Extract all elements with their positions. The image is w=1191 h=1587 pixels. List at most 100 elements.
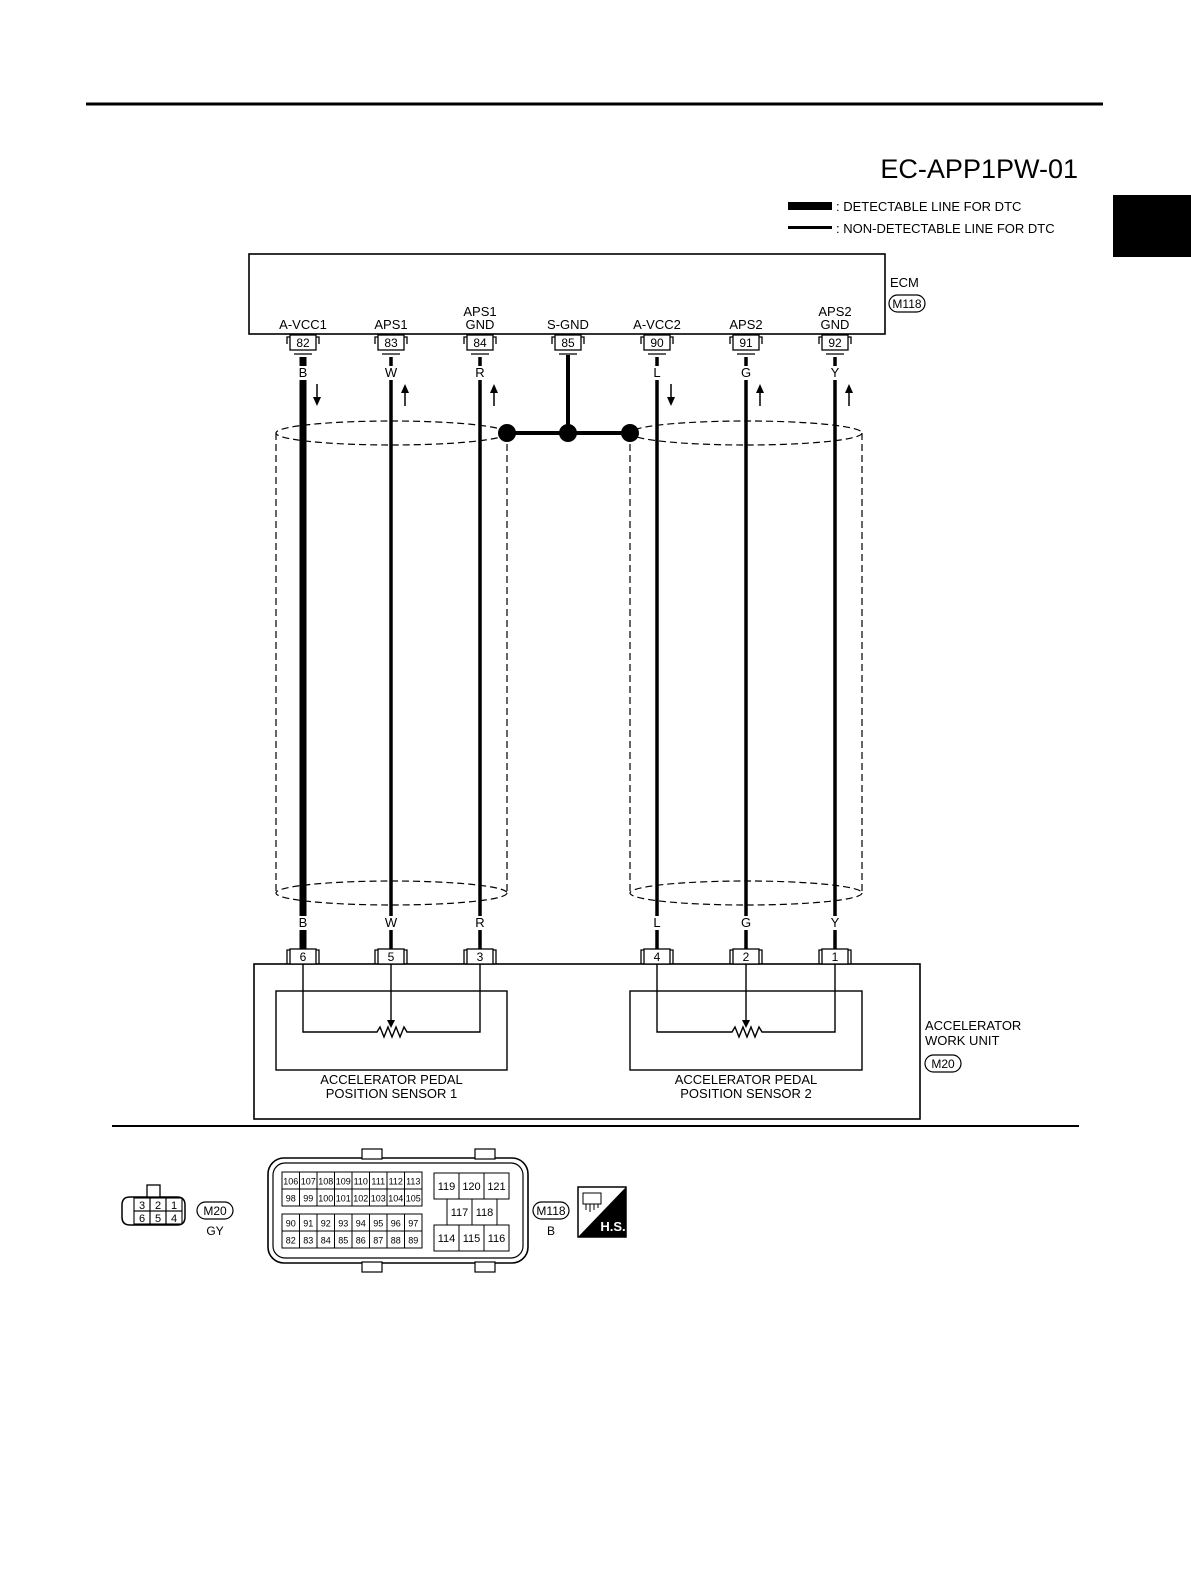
work-unit-terminal-number: 6 bbox=[300, 950, 307, 964]
splice-dot bbox=[621, 424, 639, 442]
m118-cavity: 120 bbox=[462, 1181, 480, 1193]
wire-83: WW bbox=[383, 357, 409, 950]
m118-cavity: 103 bbox=[371, 1194, 386, 1204]
legend-non-detectable-text: : NON-DETECTABLE LINE FOR DTC bbox=[836, 221, 1055, 236]
arrow-up-icon bbox=[401, 384, 409, 393]
wire-color-code: G bbox=[741, 915, 751, 930]
m118-cavity: 121 bbox=[487, 1181, 505, 1193]
m118-cavity: 115 bbox=[463, 1233, 481, 1245]
m118-cavity: 113 bbox=[406, 1177, 420, 1187]
m118-cavity: 94 bbox=[356, 1219, 366, 1229]
m118-cavity: 114 bbox=[438, 1233, 456, 1245]
ecm: ECM M118 A-VCC182APS183APS1GND84S-GND85A… bbox=[248, 253, 926, 355]
legend-non-detectable-swatch bbox=[788, 226, 832, 229]
ecm-box bbox=[248, 253, 886, 335]
m118-cavity: 86 bbox=[356, 1236, 366, 1246]
sensor-label: ACCELERATOR PEDAL bbox=[320, 1072, 463, 1087]
work-unit-terminal-number: 1 bbox=[832, 950, 839, 964]
m118-color: B bbox=[547, 1224, 555, 1238]
potentiometer bbox=[302, 964, 481, 1039]
sensor-label: POSITION SENSOR 2 bbox=[680, 1086, 811, 1101]
diagram-id: EC-APP1PW-01 bbox=[880, 154, 1078, 184]
m20-cavity: 6 bbox=[139, 1213, 145, 1225]
ecm-connector-badge: M118 bbox=[888, 294, 926, 313]
legend-detectable-swatch bbox=[788, 202, 832, 210]
m118-cavity: 112 bbox=[389, 1177, 403, 1187]
m118-cavity: 96 bbox=[391, 1219, 401, 1229]
work-unit-terminal-1: 1 bbox=[818, 948, 852, 965]
wiper-arrow-icon bbox=[387, 1020, 395, 1028]
wiper-arrow-icon bbox=[742, 1020, 750, 1028]
wire-84: RR bbox=[472, 357, 498, 950]
shield-ground-splice bbox=[498, 355, 639, 442]
ecm-terminal-label: GND bbox=[821, 317, 850, 332]
arrow-up-icon bbox=[756, 384, 764, 393]
work-unit-terminal-4: 4 bbox=[640, 948, 674, 965]
work-unit-name-1: ACCELERATOR bbox=[925, 1018, 1021, 1033]
m118-cavity: 88 bbox=[391, 1236, 401, 1246]
work-unit-terminal-6: 6 bbox=[286, 948, 320, 965]
work-unit-terminal-3: 3 bbox=[463, 948, 497, 965]
m118-cavity: 111 bbox=[371, 1177, 385, 1187]
hs-badge: H.S. bbox=[577, 1186, 627, 1238]
wire-color-code: Y bbox=[831, 915, 840, 930]
m118-cavity: 108 bbox=[318, 1177, 333, 1187]
work-unit-connector-badge: M20 bbox=[924, 1054, 962, 1073]
splice-dot bbox=[559, 424, 577, 442]
m118-cavity: 107 bbox=[301, 1177, 316, 1187]
potentiometer bbox=[656, 964, 836, 1039]
m118-cavity: 83 bbox=[303, 1236, 313, 1246]
wire-color-code: L bbox=[653, 365, 660, 380]
wire-90: LL bbox=[649, 357, 675, 950]
ecm-terminal-number: 84 bbox=[473, 336, 487, 350]
wire-color-code: R bbox=[475, 365, 484, 380]
m118-cavity: 100 bbox=[318, 1194, 333, 1204]
m118-cavity: 97 bbox=[408, 1219, 418, 1229]
m20-cavity: 2 bbox=[155, 1200, 161, 1212]
ecm-terminal-label: S-GND bbox=[547, 317, 589, 332]
wire-color-code: G bbox=[741, 365, 751, 380]
ecm-terminal-85: S-GND 85 bbox=[547, 317, 589, 355]
m118-cavity: 109 bbox=[336, 1177, 351, 1187]
m118-cavity: 99 bbox=[303, 1194, 313, 1204]
arrow-down-icon bbox=[313, 397, 321, 406]
m118-cavity: 104 bbox=[388, 1194, 403, 1204]
m20-badge: M20 bbox=[196, 1201, 234, 1220]
ecm-terminal-label: A-VCC1 bbox=[279, 317, 327, 332]
m118-id: M118 bbox=[536, 1204, 565, 1218]
legend-detectable-text: : DETECTABLE LINE FOR DTC bbox=[836, 199, 1021, 214]
m118-cavity: 91 bbox=[303, 1219, 313, 1229]
arrow-up-icon bbox=[490, 384, 498, 393]
m118-cavity: 87 bbox=[373, 1236, 383, 1246]
ecm-terminal-number: 83 bbox=[384, 336, 398, 350]
arrow-down-icon bbox=[667, 397, 675, 406]
work-unit-terminal-number: 2 bbox=[743, 950, 750, 964]
ecm-terminal-number: 85 bbox=[561, 336, 575, 350]
m20-cavity: 3 bbox=[139, 1200, 145, 1212]
section-tab bbox=[1113, 195, 1191, 257]
m118-cavity: 102 bbox=[353, 1194, 368, 1204]
ecm-terminal-label: APS2 bbox=[729, 317, 762, 332]
work-unit-terminal-2: 2 bbox=[729, 948, 763, 965]
m20-color: GY bbox=[206, 1224, 223, 1238]
ecm-terminals: A-VCC182APS183APS1GND84S-GND85A-VCC290AP… bbox=[279, 304, 852, 355]
ecm-terminal-number: 91 bbox=[739, 336, 753, 350]
work-unit-terminal-number: 3 bbox=[477, 950, 484, 964]
ecm-terminal-91: APS2 91 bbox=[729, 317, 763, 355]
wire-82: BB bbox=[295, 357, 321, 950]
m20-id: M20 bbox=[203, 1204, 227, 1218]
work-unit-box bbox=[253, 963, 921, 1120]
m118-cavity: 117 bbox=[451, 1207, 469, 1219]
